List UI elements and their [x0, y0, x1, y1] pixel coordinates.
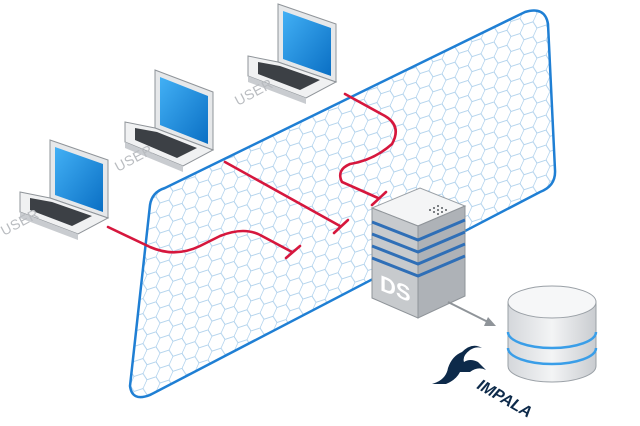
connection-end-2: [332, 218, 350, 235]
laptop-2: [124, 69, 215, 172]
laptop-keyboard: [258, 62, 320, 90]
db-stripe-1: [506, 331, 598, 350]
laptop-base-edge: [248, 76, 306, 104]
laptop-1: [19, 139, 110, 240]
firewall-border: [128, 9, 557, 399]
connection-end-3: [370, 190, 388, 207]
ds-server: DS: [370, 187, 467, 319]
laptop-base-edge: [125, 142, 183, 172]
laptop-base-edge: [20, 212, 78, 240]
laptop-screen: [55, 147, 103, 212]
arrow-head-icon: [484, 317, 496, 326]
connections: [106, 92, 397, 260]
laptop-screen: [160, 77, 208, 144]
connection-end-1: [284, 244, 302, 260]
laptop-keyboard: [30, 198, 92, 226]
laptop-screen: [283, 11, 331, 76]
laptop-3: [247, 3, 338, 104]
connection-line-1: [106, 225, 294, 254]
database: [506, 285, 598, 383]
firewall-panel: [128, 9, 557, 399]
impala-brand: IMPALA: [474, 377, 535, 422]
impala-icon: [432, 345, 486, 384]
connection-line-2: [223, 160, 342, 228]
db-top: [507, 285, 597, 319]
connection-line-3: [338, 92, 397, 200]
flow-arrow: [447, 301, 496, 326]
db-stripe-2: [506, 347, 598, 366]
laptop-keyboard: [135, 128, 197, 158]
server-stripes: [371, 218, 466, 278]
server-vent: [429, 205, 447, 215]
